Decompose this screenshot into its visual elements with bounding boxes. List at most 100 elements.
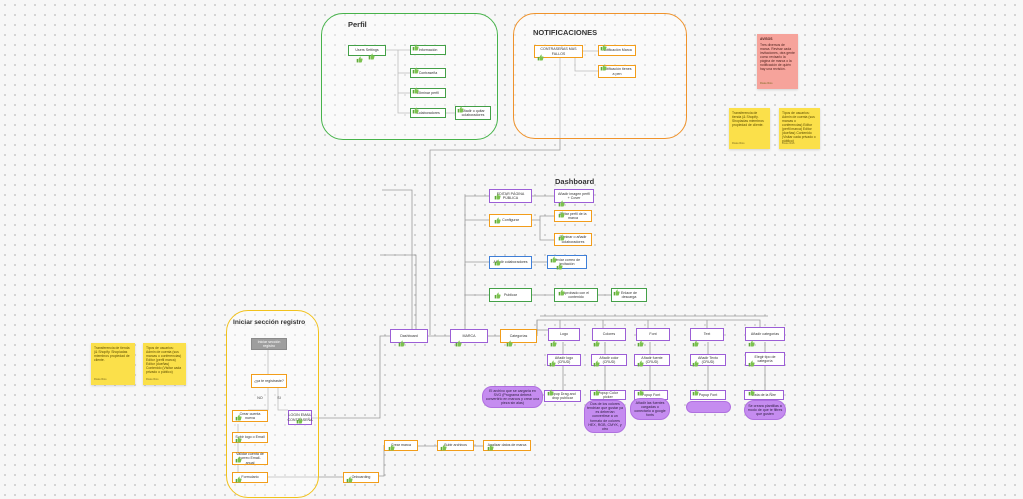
registrado-question-node[interactable]: ¿ya te registraste? [251,374,287,388]
thumbs-up-icon [412,87,419,94]
add-tipo-node[interactable]: Elegir tipo de categoría [745,352,785,366]
no-label: NO [257,396,263,401]
thumbs-up-icon [455,340,462,347]
bubble-cat-note: Se creara plantillas a modo de que te fi… [744,400,786,420]
thumbs-up-icon [549,360,556,367]
sticky-author: Rosie Rios [146,378,159,381]
thumbs-up-icon [494,193,501,200]
analizar-datos-node[interactable]: Analizar datos de marca [483,440,531,451]
bubble-logo-note: El archivo que se cargaría en SVG (Progr… [482,386,543,408]
thumbs-up-icon [593,389,600,396]
thumbs-up-icon [398,340,405,347]
thumbs-up-icon [296,417,303,424]
sticky-author: Rosie Rios [94,378,107,381]
thumbs-up-icon [346,476,353,483]
cat-anadir-node[interactable]: Añadir categorías [745,327,785,341]
perfil-colaboradores-node[interactable]: Colaboradores [410,108,446,118]
perfil-anadir-colab-node[interactable]: Añadir o quitar colaboradores [455,106,491,120]
add-texto-node[interactable]: Añadir Texto (CRUD) [690,354,726,366]
thumbs-up-icon [235,414,242,421]
editar-pagina-node[interactable]: EDITAR PÁGINA PÚBLICA [489,189,532,203]
thumbs-up-icon [412,44,419,51]
thumbs-up-icon [748,389,755,396]
marca-node[interactable]: MARCA [450,329,488,343]
thumbs-up-icon [235,456,242,463]
thumbs-up-icon [412,107,419,114]
sticky-text: Tipos de usuarios: Admin de cuenta (sus … [782,111,816,143]
dashboard-node[interactable]: Dashboard [390,329,428,343]
eliminar-colab-node[interactable]: Eliminar o añadir colaboradores [554,233,592,246]
sticky-transferencia-left[interactable]: Transferencia de tienda (& Shopify. Shop… [91,343,135,385]
cat-font-node[interactable]: Font [636,328,670,341]
thumbs-up-icon [388,444,395,451]
subir-logo-node[interactable]: Subir logo o Email [232,432,268,443]
user-settings-node[interactable]: Users Settings [348,45,386,56]
onboarding-node[interactable]: Onboarding [343,472,379,483]
subir-archivos-node[interactable]: Subir archivos [437,440,474,451]
dashboard-title: Dashboard [555,177,595,186]
perfil-contrasena-node[interactable]: Contraseña [410,68,446,78]
cat-colores-node[interactable]: Colores [592,328,626,341]
validar-cuenta-node[interactable]: Validar cuenta de correo Email-anual [232,452,268,465]
thumbs-up-icon [412,67,419,74]
formulario-node[interactable]: Formulario [232,472,268,483]
thumbs-up-icon [613,289,620,296]
thumbs-up-icon [556,263,563,270]
bubble-color-note: Dos de los colores tendrían que gustar y… [584,400,626,433]
thumbs-up-icon [537,54,544,61]
thumbs-up-icon [637,360,644,367]
sticky-transferencia-top[interactable]: Transferencia de tienda (& Shopify. Shop… [729,108,770,149]
publicar-node[interactable]: Publicar [489,288,532,302]
enviar-correo-node[interactable]: Enviar correo de invitación [547,255,587,269]
anadir-colaboradores-node[interactable]: Añadir colaboradores [489,256,532,269]
notif-main-node[interactable]: CONTRASEÑAS MAS FALLOS [534,45,583,58]
configurar-node[interactable]: Configurar [489,214,532,227]
thumbs-up-icon [748,340,755,347]
enlace-descarga-node[interactable]: Enlace de descarga [611,288,647,302]
thumbs-up-icon [637,389,644,396]
cat-text-node[interactable]: Text [690,328,724,341]
popup-text-node[interactable]: Popup Font [690,390,726,400]
perfil-title: Perfil [348,20,367,29]
thumbs-up-icon [692,340,699,347]
perfil-informacion-node[interactable]: Información [410,45,446,55]
crear-marca-node[interactable]: Crear marca [384,440,418,451]
thumbs-up-icon [748,360,755,367]
editar-perfil-marca-node[interactable]: Editar perfil de la marca [554,210,592,222]
iniciar-title: Iniciar sección registro [233,319,306,326]
thumbs-up-icon [494,292,501,299]
anadir-imagen-node[interactable]: Añadir imagen perfil + Cover [554,189,594,203]
thumbs-up-icon [593,340,600,347]
notif-pen-node[interactable]: Notificación tienes a pen [598,65,636,78]
thumbs-up-icon [356,56,363,63]
thumbs-up-icon [558,211,565,218]
sticky-usuarios-top[interactable]: Tipos de usuarios: Admin de cuenta (sus … [779,108,820,149]
bubble-text-note [686,401,731,413]
iniciar-button-node[interactable]: Iniciar sección registro [251,338,287,350]
thumbs-up-icon [550,256,557,263]
thumbs-up-icon [368,53,375,60]
sticky-usuarios-left[interactable]: Tipos de usuarios: Admin de cuenta (sus … [143,343,186,385]
popup-cat-node[interactable]: Lista de la Ñire [744,390,784,400]
notif-marca-node[interactable]: Notificación Marca [598,45,636,56]
sticky-text: Transferencia de tienda (& Shopify. Shop… [94,346,130,362]
perfil-eliminar-node[interactable]: Eliminar perfil [410,88,446,98]
thumbs-up-icon [558,289,565,296]
thumbs-up-icon [235,476,242,483]
thumbs-up-icon [692,360,699,367]
add-color-node[interactable]: Añadir color (CRUD) [591,354,627,366]
thumbs-up-icon [235,436,242,443]
thumbs-up-icon [558,234,565,241]
avisos-body: Tres diversos de marca. Revisar cada inv… [760,43,795,71]
aprobado-node[interactable]: Aprobado con el contenido [554,288,598,302]
thumbs-up-icon [547,389,554,396]
categorias-node[interactable]: Categorías [500,329,537,343]
sticky-author: Rosie Rios [732,142,745,145]
avisos-sticky[interactable]: AVISOS Tres diversos de marca. Revisar c… [757,34,798,89]
sticky-text: Tipos de usuarios: Admin de cuenta (sus … [146,346,182,374]
si-label: SI [277,396,281,401]
thumbs-up-icon [593,360,600,367]
popup-color-node[interactable]: Popup Color picker [590,390,626,400]
cat-logo-node[interactable]: Logo [548,328,580,341]
